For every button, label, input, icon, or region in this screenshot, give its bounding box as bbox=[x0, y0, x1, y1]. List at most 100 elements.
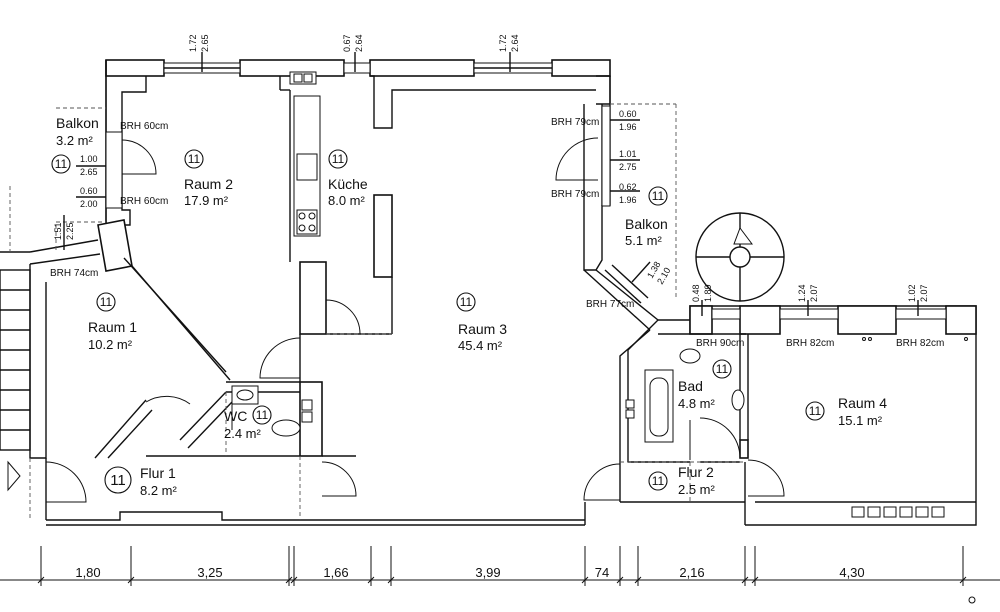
svg-text:2.25: 2.25 bbox=[65, 222, 75, 240]
room-marker: 11 bbox=[51, 154, 71, 174]
room-label-raum1: Raum 1 10.2 m² bbox=[88, 319, 137, 352]
brh-label: BRH 74cm bbox=[50, 268, 98, 279]
svg-text:2.5 m²: 2.5 m² bbox=[678, 482, 716, 497]
svg-text:4.8 m²: 4.8 m² bbox=[678, 396, 716, 411]
svg-text:Flur 1: Flur 1 bbox=[140, 465, 176, 481]
dimension-label: 4,30 bbox=[839, 565, 864, 580]
svg-text:11: 11 bbox=[332, 152, 345, 166]
window-dim: 1.24 2.07 bbox=[797, 284, 819, 316]
dimension-label: 1,80 bbox=[75, 565, 100, 580]
svg-text:17.9 m²: 17.9 m² bbox=[184, 193, 229, 208]
svg-text:5.1 m²: 5.1 m² bbox=[625, 233, 663, 248]
brh-label: BRH 82cm bbox=[896, 338, 944, 349]
dimension-ticks bbox=[37, 546, 967, 586]
svg-text:11: 11 bbox=[256, 408, 269, 422]
fixtures bbox=[231, 71, 968, 518]
svg-text:11: 11 bbox=[809, 404, 822, 418]
svg-text:1.89: 1.89 bbox=[703, 284, 713, 302]
dashed-lines bbox=[29, 103, 745, 520]
room-marker: 11 bbox=[96, 292, 116, 312]
room-marker: 11 bbox=[184, 149, 204, 169]
room-marker: 11 bbox=[328, 149, 348, 169]
window-dim: 0.60 2.00 bbox=[76, 186, 106, 209]
room-label-balkon-left: Balkon 3.2 m² bbox=[56, 115, 99, 148]
svg-text:1.02: 1.02 bbox=[907, 284, 917, 302]
svg-text:Raum 4: Raum 4 bbox=[838, 395, 887, 411]
room-label-wc: WC 2.4 m² bbox=[224, 408, 262, 441]
svg-text:11: 11 bbox=[100, 295, 113, 309]
svg-text:Balkon: Balkon bbox=[56, 115, 99, 131]
window-dim: 0.62 1.96 bbox=[610, 182, 640, 205]
svg-text:Flur 2: Flur 2 bbox=[678, 464, 714, 480]
svg-text:2.07: 2.07 bbox=[809, 284, 819, 302]
brh-label: BRH 82cm bbox=[786, 338, 834, 349]
svg-text:15.1 m²: 15.1 m² bbox=[838, 413, 883, 428]
room-labels: Balkon 3.2 m² Raum 2 17.9 m² Küche 8.0 m… bbox=[56, 115, 887, 498]
dimension-chain: 1,80 3,25 1,66 3,99 74 2,16 4,30 bbox=[0, 546, 1000, 604]
brh-label: BRH 77cm bbox=[586, 299, 634, 310]
window-dim: 1.51 2.25 bbox=[53, 215, 75, 250]
dimension-label: 3,99 bbox=[475, 565, 500, 580]
svg-text:1.00: 1.00 bbox=[80, 154, 98, 164]
svg-text:1.96: 1.96 bbox=[619, 195, 637, 205]
svg-text:11: 11 bbox=[188, 152, 201, 166]
room-markers: 11 11 11 11 11 11 11 11 11 11 11 bbox=[51, 149, 825, 494]
room-label-flur2: Flur 2 2.5 m² bbox=[678, 464, 716, 497]
svg-text:1.01: 1.01 bbox=[619, 149, 637, 159]
room-marker: 11 bbox=[456, 292, 476, 312]
brh-label: BRH 60cm bbox=[120, 121, 168, 132]
window-dim: 1.00 2.65 bbox=[76, 154, 106, 177]
svg-text:Raum 2: Raum 2 bbox=[184, 176, 233, 192]
svg-text:8.0 m²: 8.0 m² bbox=[328, 193, 366, 208]
radiator-row bbox=[851, 506, 945, 518]
brh-label: BRH 79cm bbox=[551, 117, 599, 128]
room-label-raum3: Raum 3 45.4 m² bbox=[458, 321, 507, 353]
window-dim: 1.38 2.10 bbox=[631, 260, 672, 286]
svg-text:0.60: 0.60 bbox=[80, 186, 98, 196]
svg-text:0.60: 0.60 bbox=[619, 109, 637, 119]
svg-text:2.07: 2.07 bbox=[919, 284, 929, 302]
doors bbox=[45, 137, 785, 503]
window-dim: 1.01 2.75 bbox=[610, 149, 640, 172]
svg-text:0.62: 0.62 bbox=[619, 182, 637, 192]
svg-text:11: 11 bbox=[716, 362, 729, 376]
dimension-label: 1,66 bbox=[323, 565, 348, 580]
svg-text:Raum 3: Raum 3 bbox=[458, 321, 507, 337]
svg-text:2.4 m²: 2.4 m² bbox=[224, 426, 262, 441]
svg-text:11: 11 bbox=[652, 189, 665, 203]
svg-text:3.2 m²: 3.2 m² bbox=[56, 133, 94, 148]
room-marker: 11 bbox=[648, 186, 668, 206]
window-dim: 1.72 2.64 bbox=[498, 34, 520, 72]
svg-text:2.00: 2.00 bbox=[80, 199, 98, 209]
dimension-label: 74 bbox=[595, 565, 609, 580]
brh-label: BRH 79cm bbox=[551, 189, 599, 200]
room-marker: 11 bbox=[805, 401, 825, 421]
room-label-raum2: Raum 2 17.9 m² bbox=[184, 176, 233, 208]
svg-text:10.2 m²: 10.2 m² bbox=[88, 337, 133, 352]
room-marker: 11 bbox=[648, 471, 668, 491]
room-label-bad: Bad 4.8 m² bbox=[678, 378, 716, 411]
svg-text:Bad: Bad bbox=[678, 378, 703, 394]
svg-text:2.64: 2.64 bbox=[354, 34, 364, 52]
svg-text:Balkon: Balkon bbox=[625, 216, 668, 232]
room-marker: 11 bbox=[712, 359, 732, 379]
svg-text:Raum 1: Raum 1 bbox=[88, 319, 137, 335]
room-label-kueche: Küche 8.0 m² bbox=[328, 176, 368, 208]
svg-text:0.67: 0.67 bbox=[342, 34, 352, 52]
svg-text:11: 11 bbox=[652, 474, 665, 488]
window-dim: 0.60 1.96 bbox=[610, 109, 640, 132]
svg-text:1.72: 1.72 bbox=[188, 34, 198, 52]
room-label-flur1: Flur 1 8.2 m² bbox=[140, 465, 178, 498]
svg-text:1.72: 1.72 bbox=[498, 34, 508, 52]
room-label-balkon-right: Balkon 5.1 m² bbox=[625, 216, 668, 248]
room-label-raum4: Raum 4 15.1 m² bbox=[838, 395, 887, 428]
brh-labels: BRH 60cm BRH 60cm BRH 74cm BRH 79cm BRH … bbox=[50, 117, 944, 349]
svg-text:2.64: 2.64 bbox=[510, 34, 520, 52]
svg-text:1.51: 1.51 bbox=[53, 222, 63, 240]
room-marker: 11 bbox=[104, 466, 132, 494]
svg-text:11: 11 bbox=[55, 157, 68, 171]
window-dim: 1.02 2.07 bbox=[907, 284, 929, 316]
svg-text:11: 11 bbox=[460, 295, 473, 309]
svg-text:11: 11 bbox=[110, 472, 126, 489]
